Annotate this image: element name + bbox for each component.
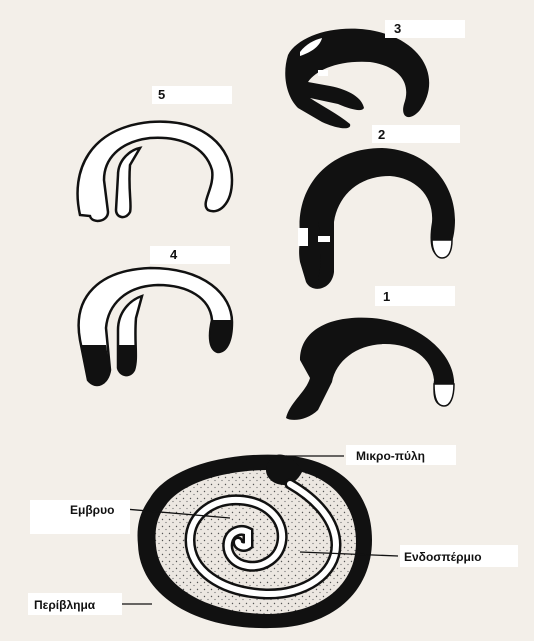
seed-cross-section [138,455,373,629]
embryo-label: Εμβρυο [70,503,114,517]
stage-1-label: 1 [383,289,390,304]
stage-2-label: 2 [378,127,385,142]
stage-4-label: 4 [170,247,178,262]
micropyle-label: Μικρο-πύλη [356,449,425,463]
stage-4-label-box [150,246,230,264]
stage-5-label: 5 [158,87,165,102]
seed-coat-label: Περίβλημα [34,598,96,612]
stage-3-label: 3 [394,21,401,36]
endosperm-label: Ενδοσπέρμιο [404,550,482,564]
